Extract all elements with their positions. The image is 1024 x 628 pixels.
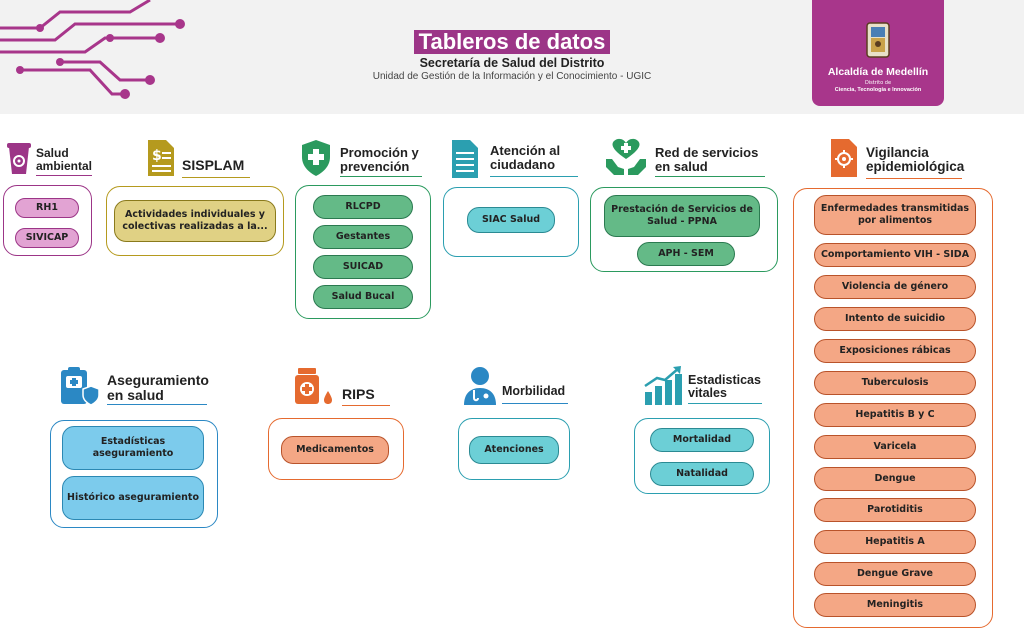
document-virus-icon xyxy=(831,139,857,177)
dashboard-siac-salud-button[interactable]: SIAC Salud xyxy=(467,207,555,233)
page-subtitle: Secretaría de Salud del Distrito xyxy=(419,56,605,70)
circuit-decoration-icon xyxy=(0,0,185,99)
items-box xyxy=(295,185,431,319)
divider xyxy=(342,405,390,406)
items-box xyxy=(634,418,770,494)
divider xyxy=(866,178,962,179)
dashboard-salud-bucal-button[interactable]: Salud Bucal xyxy=(313,285,413,309)
dashboard-aph-sem-button[interactable]: APH - SEM xyxy=(637,242,735,266)
items-box xyxy=(106,186,284,256)
section-title: SISPLAM xyxy=(182,157,245,173)
dashboard-violencia-genero-button[interactable]: Violencia de género xyxy=(814,275,976,299)
dashboard-eta-button[interactable]: Enfermedades transmitidas por alimentos xyxy=(814,195,976,235)
dashboard-hepatitis-a-button[interactable]: Hepatitis A xyxy=(814,530,976,554)
logo-tagline: Ciencia, Tecnología e Innovación xyxy=(834,87,922,93)
items-box xyxy=(443,187,579,257)
items-box xyxy=(50,420,218,528)
dashboard-vih-sida-button[interactable]: Comportamiento VIH - SIDA xyxy=(814,243,976,267)
coat-of-arms-icon xyxy=(866,22,890,58)
biohazard-bucket-icon xyxy=(7,143,31,174)
dashboard-actividades-button[interactable]: Actividades individuales y colectivas re… xyxy=(114,200,276,242)
logo-name: Alcaldía de Medellín xyxy=(827,66,929,78)
dashboard-atenciones-button[interactable]: Atenciones xyxy=(469,436,559,464)
alcaldia-logo[interactable]: Alcaldía de Medellín Distrito de Ciencia… xyxy=(812,0,944,106)
page-title: Tableros de datos xyxy=(0,30,1024,54)
divider xyxy=(340,176,422,177)
divider xyxy=(688,403,762,404)
dashboard-medicamentos-button[interactable]: Medicamentos xyxy=(281,436,389,464)
divider xyxy=(107,404,207,405)
dashboard-tuberculosis-button[interactable]: Tuberculosis xyxy=(814,371,976,395)
dashboard-sivicap-button[interactable]: SIVICAP xyxy=(15,228,79,248)
divider xyxy=(182,177,250,178)
svg-text:$: $ xyxy=(152,148,162,164)
dashboard-parotiditis-button[interactable]: Parotiditis xyxy=(814,498,976,522)
document-lines-icon xyxy=(452,140,478,178)
dashboard-rlcpd-button[interactable]: RLCPD xyxy=(313,195,413,219)
dashboard-hepatitis-b-c-button[interactable]: Hepatitis B y C xyxy=(814,403,976,427)
dashboard-ppna-button[interactable]: Prestación de Servicios de Salud - PPNA xyxy=(604,195,760,237)
medicine-bottle-icon xyxy=(295,368,332,404)
dashboard-exposiciones-rabicas-button[interactable]: Exposiciones rábicas xyxy=(814,339,976,363)
dashboard-mortalidad-button[interactable]: Mortalidad xyxy=(650,428,754,452)
items-box xyxy=(458,418,570,480)
dashboard-meningitis-button[interactable]: Meningitis xyxy=(814,593,976,617)
section-title: Morbilidad xyxy=(502,384,566,398)
section-title: RIPS xyxy=(342,386,375,402)
items-box xyxy=(590,187,778,272)
document-dollar-icon: $ xyxy=(148,140,174,176)
dashboard-historico-aseguramiento-button[interactable]: Histórico aseguramiento xyxy=(62,476,204,520)
items-box xyxy=(3,185,92,256)
clipboard-shield-icon xyxy=(61,367,100,406)
bar-chart-arrow-icon xyxy=(644,366,682,405)
dashboard-suicad-button[interactable]: SUICAD xyxy=(313,255,413,279)
shield-cross-icon xyxy=(302,140,330,176)
doctor-icon xyxy=(464,367,496,405)
dashboard-dengue-button[interactable]: Dengue xyxy=(814,467,976,491)
page-unit: Unidad de Gestión de la Información y el… xyxy=(372,71,652,82)
dashboard-intento-suicidio-button[interactable]: Intento de suicidio xyxy=(814,307,976,331)
hands-heart-icon xyxy=(606,138,646,175)
dashboard-dengue-grave-button[interactable]: Dengue Grave xyxy=(814,562,976,586)
dashboard-varicela-button[interactable]: Varicela xyxy=(814,435,976,459)
divider xyxy=(490,176,578,177)
divider xyxy=(655,176,765,177)
dashboard-estadisticas-aseguramiento-button[interactable]: Estadísticas aseguramiento xyxy=(62,426,204,470)
logo-small: Distrito de xyxy=(864,80,892,86)
dashboard-rh1-button[interactable]: RH1 xyxy=(15,198,79,218)
divider xyxy=(36,175,92,176)
divider xyxy=(502,403,568,404)
dashboard-natalidad-button[interactable]: Natalidad xyxy=(650,462,754,486)
items-box xyxy=(268,418,404,480)
dashboard-gestantes-button[interactable]: Gestantes xyxy=(313,225,413,249)
